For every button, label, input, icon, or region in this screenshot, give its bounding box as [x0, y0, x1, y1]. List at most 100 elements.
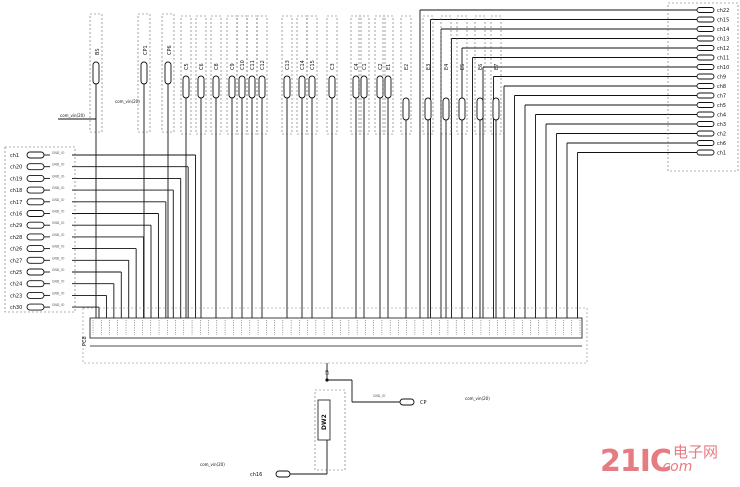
- right-connector-label: ch10: [717, 65, 729, 71]
- top-b-pill: [376, 75, 384, 99]
- top-connector-pill: [92, 61, 100, 85]
- left-connector-label: ch19: [10, 176, 22, 182]
- right-connector-pill: [696, 92, 715, 99]
- left-connector-pill: [26, 174, 45, 182]
- right-connector-label: ch2: [717, 132, 726, 138]
- left-res-label: GND_IO: [52, 245, 65, 249]
- left-connector-pill: [26, 280, 45, 288]
- com-label-2: com_vin(20): [115, 99, 140, 104]
- left-connector-label: ch27: [10, 258, 22, 264]
- top-b-pill: [476, 97, 484, 121]
- left-res-label: GND_IO: [52, 233, 65, 237]
- left-connector-pill: [26, 198, 45, 206]
- top-b-pill: [212, 75, 220, 99]
- dw2-body: [317, 399, 331, 441]
- main-connector-pins-box: [89, 317, 583, 339]
- right-connector-pill: [696, 149, 715, 156]
- bottom-connector-label: ch16: [250, 472, 262, 478]
- right-connector-pill: [696, 83, 715, 89]
- left-res-label: GND_IO: [52, 186, 65, 190]
- top-b-frame: [256, 15, 268, 135]
- com-label-3: com_vin(20): [465, 396, 490, 401]
- right-connector-pill: [696, 140, 715, 146]
- top-b-frame: [382, 15, 394, 135]
- top-b-label: C10: [240, 60, 246, 70]
- top-b-pill: [248, 75, 256, 99]
- dw2-ref: DW2: [321, 414, 328, 430]
- top-b-label: C12: [260, 60, 266, 70]
- right-connector-pill: [696, 45, 715, 51]
- top-b-label: C14: [300, 60, 306, 70]
- left-connector-label: ch26: [10, 247, 22, 253]
- top-b-frame: [456, 15, 468, 135]
- top-b-label: C4: [354, 63, 360, 70]
- top-b-pill: [298, 75, 306, 99]
- top-b-pill: [182, 75, 190, 99]
- right-connector-label: ch4: [717, 113, 726, 119]
- top-b-pill: [328, 75, 336, 99]
- top-b-pill: [360, 75, 368, 99]
- top-connector-pill: [164, 61, 172, 85]
- junction-dot: [325, 378, 329, 382]
- bottom-connector-pill: [275, 470, 291, 478]
- left-connector-pill: [26, 186, 45, 194]
- top-b-pill: [197, 75, 205, 99]
- top-b-pill: [352, 75, 360, 99]
- right-connector-pill: [696, 130, 715, 137]
- top-b-label: E7: [494, 64, 500, 70]
- left-connector-pill: [26, 256, 45, 264]
- right-connector-pill: [696, 35, 715, 42]
- left-connector-label: ch23: [10, 293, 22, 299]
- top-b-frame: [490, 15, 502, 135]
- left-res-label: GND_IO: [52, 198, 65, 202]
- right-connector-pill: [696, 73, 715, 80]
- left-connector-label: ch28: [10, 235, 22, 241]
- left-connector-pill: [26, 245, 45, 253]
- left-connector-label: ch18: [10, 188, 22, 194]
- left-res-label: GND_IO: [52, 256, 65, 260]
- main-connector-ref: PC8: [82, 336, 88, 346]
- left-connector-pill: [26, 163, 45, 171]
- top-b-frame: [358, 15, 370, 135]
- top-b-frame: [440, 15, 452, 135]
- top-b-frame: [474, 15, 486, 135]
- right-connector-label: ch11: [717, 56, 729, 62]
- top-b-pill: [424, 97, 432, 121]
- com-label-1: com_vin(20): [60, 113, 85, 118]
- top-b-frame: [210, 15, 222, 135]
- top-b-frame: [350, 15, 362, 135]
- watermark-number: 21IC: [600, 444, 672, 479]
- right-connector-pill: [696, 102, 715, 108]
- top-b-frame: [180, 15, 192, 135]
- left-connector-group: [4, 146, 76, 313]
- right-connector-pill: [696, 26, 715, 32]
- main-connector-outline: [82, 307, 588, 364]
- top-connector-label: CP1: [143, 45, 149, 55]
- top-b-pill: [238, 75, 246, 99]
- cp-vertical-label: CP: [325, 369, 330, 375]
- right-connector-label: ch7: [717, 94, 726, 100]
- top-b-pill: [384, 75, 392, 99]
- top-b-pill: [308, 75, 316, 99]
- dw2-outline: [314, 389, 346, 471]
- right-connector-label: ch15: [717, 18, 729, 24]
- right-connector-label: ch12: [717, 46, 729, 52]
- left-connector-pill: [26, 291, 45, 299]
- top-b-pill: [442, 97, 450, 121]
- left-connector-pill: [26, 221, 45, 229]
- right-connector-label: ch22: [717, 8, 729, 14]
- left-connector-label: ch1: [10, 153, 19, 159]
- right-connector-pill: [696, 111, 715, 118]
- left-connector-pill: [26, 210, 45, 217]
- left-connector-label: ch25: [10, 270, 22, 276]
- top-b-label: C3: [330, 63, 336, 70]
- watermark-cn: 电子网: [672, 443, 718, 461]
- top-connector-frame: [137, 13, 151, 133]
- top-b-label: C11: [250, 60, 256, 70]
- top-b-label: E6: [478, 64, 484, 70]
- top-b-label: E1: [386, 64, 392, 70]
- top-b-label: C9: [230, 63, 236, 70]
